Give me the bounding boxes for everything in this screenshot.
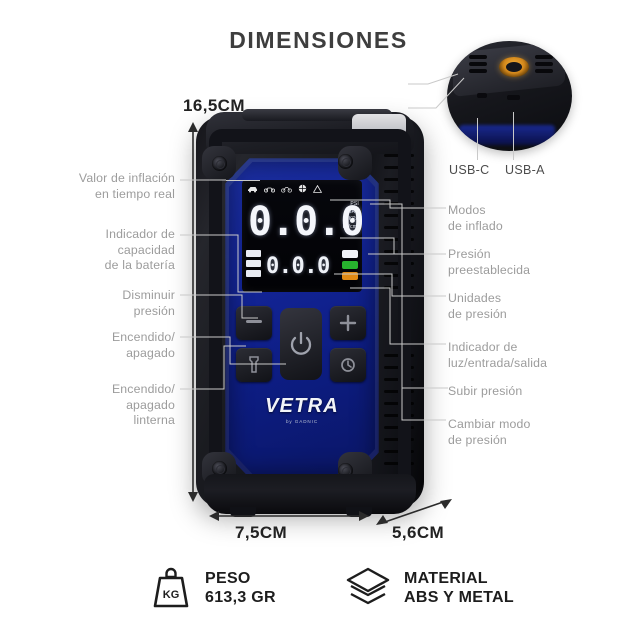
inset-vent-5 [535,62,553,66]
page-title: DIMENSIONES [229,27,408,53]
layers-icon [346,567,390,605]
inset-vent-6 [535,69,553,73]
inset-vent-4 [535,55,553,59]
lcd-screen: PSI BAR KPA kg/cm² 0.0.0 0.0.0 [242,180,362,292]
device-vents [370,154,414,474]
screw-bottom-left [212,461,227,476]
leader-light-io-indicator [350,287,446,345]
spec-material-title: MATERIAL [404,570,488,587]
usb-a-port [507,95,520,100]
spec-material-value: ABS Y METAL [404,589,514,606]
label-flashlight-on-off: Encendido/ apagado linterna [111,382,175,427]
width-dimension-arrow [209,511,369,521]
device-top-highlight [352,114,406,136]
usb-c-port [477,93,487,98]
lcd-main-value: 0.0.0 [248,199,362,245]
label-preset-pressure: Presión preestablecida [448,247,531,277]
minus-icon [246,320,262,323]
usb-c-leader [477,118,478,160]
bicycle-icon [281,186,292,193]
label-pressure-units: Unidades de presión [448,291,507,321]
indicator-light [342,250,358,258]
power-button[interactable] [280,308,322,380]
flashlight-button[interactable] [236,348,272,382]
power-icon [290,332,312,355]
label-change-pressure-mode: Cambiar modo de presión [448,417,531,447]
motorcycle-icon [264,187,275,192]
label-inflation-value: Valor de inflación en tiempo real [78,171,175,201]
unit-kgcm2: kg/cm² [342,223,359,230]
ports-inset-zoom [447,41,572,151]
inset-vent-2 [469,62,487,66]
spec-material: MATERIAL ABS Y METAL [345,566,514,610]
width-dimension-label: 7,5CM [235,523,288,542]
spec-weight: KG PESO 613,3 GR [150,566,276,610]
lcd-status-indicators [342,250,358,280]
depth-dimension-arrow [376,499,452,525]
leader-flashlight-on-off [180,345,246,390]
lcd-preset-value: 0.0.0 [266,254,330,279]
indicator-input [342,261,358,269]
height-dimension-arrow [188,122,198,502]
foot-left [230,507,256,517]
change-pressure-mode-button[interactable] [330,348,366,382]
flashlight-icon [249,356,259,373]
label-increase-pressure: Subir presión [448,384,523,398]
screw-top-right [338,154,353,169]
leader-change-pressure-mode [368,253,446,421]
inset-led-ring [499,57,529,77]
leader-inflation-value [180,179,226,181]
usb-a-label: USB-A [505,163,545,177]
lcd-unit-list: PSI BAR KPA kg/cm² [343,202,359,230]
screw-top-left [212,156,227,171]
increase-pressure-button[interactable] [330,306,366,340]
leader-inflation-value-2 [226,180,260,181]
label-inflation-modes: Modos de inflado [448,203,503,233]
brand-logo: VETRA by GADNIC [242,395,362,424]
spec-weight-title: PESO [205,570,251,587]
height-dimension-label: 16,5CM [183,96,245,115]
spec-weight-value: 613,3 GR [205,589,276,606]
weight-kg-icon: KG [153,567,189,608]
inset-vent-1 [469,55,487,59]
unit-kpa: KPA [348,216,359,222]
label-light-io-indicator: Indicador de luz/entrada/salida [448,340,548,370]
car-icon [248,186,257,192]
inset-blue-glow [459,125,555,145]
leader-battery-indicator [180,234,262,293]
warning-icon [313,184,322,193]
brand-subtitle: by GADNIC [285,419,319,424]
depth-dimension-label: 5,6CM [392,523,445,542]
leader-preset-pressure [340,237,446,255]
lcd-mode-icons [247,184,322,193]
leader-power-on-off [180,336,286,365]
lcd-battery-indicator [246,250,261,277]
unit-psi: PSI [350,201,359,207]
usb-c-label: USB-C [449,163,490,177]
mode-icon [341,358,355,372]
label-battery-indicator: Indicador de capacidad de la batería [104,227,175,272]
inset-leader-lines [408,73,465,109]
unit-bar: BAR [348,208,359,215]
spec-material-text: MATERIAL ABS Y METAL [404,569,514,607]
leader-decrease-pressure [180,294,258,319]
brand-name: VETRA [265,395,339,417]
device-top-cap [206,109,414,154]
leader-pressure-units [334,273,446,297]
ball-icon [298,184,307,193]
svg-text:KG: KG [163,589,180,601]
plus-icon [339,314,357,332]
usb-a-leader [513,112,514,160]
label-decrease-pressure: Disminuir presión [122,288,175,318]
label-power-on-off: Encendido/ apagado [111,330,175,360]
indicator-output [342,272,358,280]
inset-vent-3 [469,69,487,73]
spec-weight-text: PESO 613,3 GR [205,569,276,607]
